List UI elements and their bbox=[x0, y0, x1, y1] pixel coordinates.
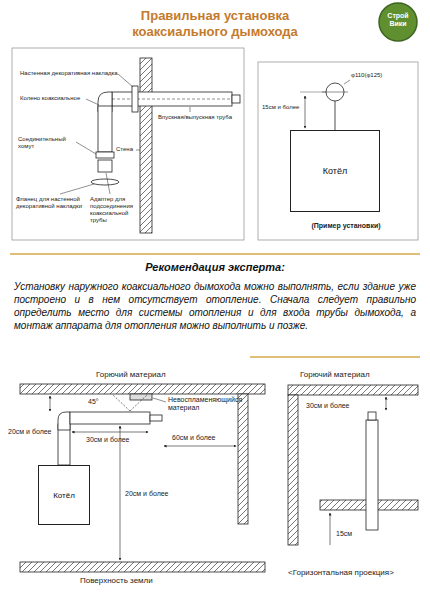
box-label: Котёл bbox=[323, 166, 347, 176]
panel-caption: (Пример установки) bbox=[286, 222, 406, 230]
separator bbox=[250, 356, 420, 358]
boiler-box: Котёл bbox=[38, 465, 90, 525]
coaxial-assembly-drawing bbox=[12, 48, 244, 240]
part-label: Адаптер для подсоединения коаксиальной т… bbox=[90, 196, 138, 224]
logo-text: Строй Вики bbox=[379, 12, 417, 28]
part-label: Фланец для настенной декоративной наклад… bbox=[16, 196, 86, 210]
dimension-label: 15см bbox=[336, 530, 352, 538]
ground-label: Поверхность земли bbox=[80, 576, 153, 585]
part-label: Впускная/выпускная труба bbox=[158, 114, 236, 121]
dimension-label: 15см и более bbox=[262, 104, 302, 111]
clearance-drawing bbox=[20, 384, 265, 572]
logo-badge bbox=[379, 3, 417, 41]
dimension-label: 20см и более bbox=[125, 490, 169, 498]
part-label: Колено коаксиальное bbox=[20, 95, 80, 102]
horizontal-projection-drawing bbox=[288, 385, 418, 545]
note-heading: Рекомендация эксперта: bbox=[0, 261, 430, 274]
note-text: Установку наружного коаксиального дымохо… bbox=[14, 280, 416, 332]
material-label: Горючий материал bbox=[300, 370, 370, 379]
part-label: Соединительный хомут bbox=[18, 136, 74, 150]
installation-example-drawing bbox=[258, 62, 418, 240]
angle-label: 45° bbox=[88, 398, 99, 406]
separator bbox=[10, 253, 420, 255]
dimension-label: 60см и более bbox=[172, 434, 216, 442]
part-label: Стена bbox=[116, 146, 133, 153]
material-label: Горючий материал bbox=[96, 370, 166, 379]
dimension-label: 30см и более bbox=[306, 402, 350, 410]
dimension-label: 30см и более bbox=[86, 436, 130, 444]
boiler-box: Котёл bbox=[290, 130, 380, 212]
view-caption: <Горизонтальная проекция> bbox=[288, 568, 394, 577]
diameter-label: φ110(φ125) bbox=[351, 72, 382, 79]
material-label: Невоспламеняющийся материал bbox=[168, 396, 236, 412]
part-label: Настенная декоративная накладка bbox=[20, 70, 118, 77]
dimension-label: 20см и более bbox=[8, 428, 52, 436]
box-label: Котёл bbox=[53, 491, 75, 500]
page-title: Правильная установка коаксиального дымох… bbox=[95, 8, 335, 41]
